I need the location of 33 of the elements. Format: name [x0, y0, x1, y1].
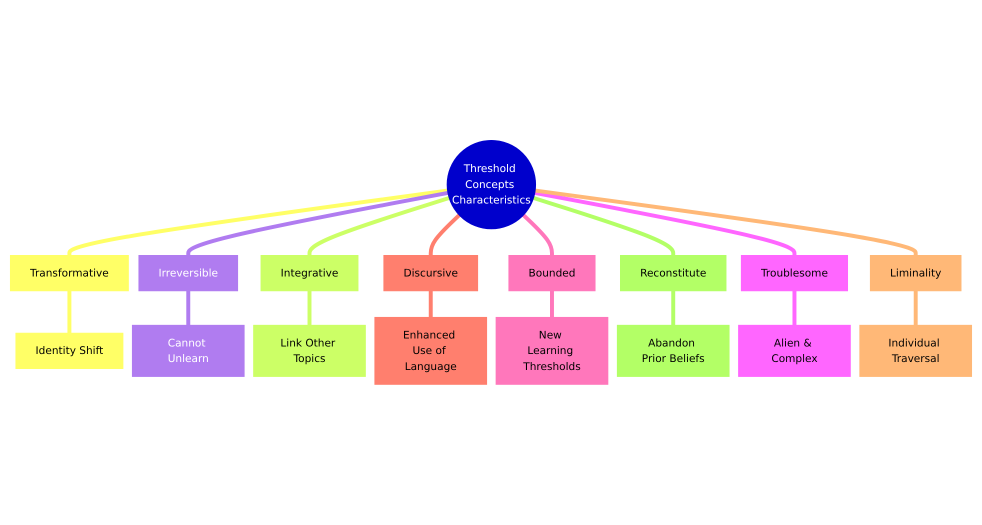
- node-box: [738, 324, 851, 378]
- node-box: [132, 324, 245, 378]
- connector: [67, 188, 448, 256]
- connector: [428, 291, 433, 318]
- node-box: [15, 332, 124, 370]
- mind-map-drawing: Threshold Concepts Characteristics Transformative Identity Shift Irreversible Cannot Unlearn Integrative Link Other Topics Discursive Enhanced Use of Language Bounded New Learning Thresholds Reconstitute Abandon Prior Beliefs Troublesome Alien & Complex Liminality Individual Traversal: [5, 135, 977, 390]
- node-box: [496, 317, 608, 385]
- node-box: [870, 255, 962, 292]
- connector: [428, 214, 461, 256]
- node-box: [859, 324, 972, 378]
- connector: [308, 291, 312, 326]
- connector: [308, 196, 450, 256]
- connector: [67, 291, 72, 334]
- connector: [522, 214, 554, 256]
- connector: [792, 291, 796, 326]
- node-box: [616, 324, 730, 378]
- node-box: [260, 255, 358, 292]
- node-box: [138, 255, 238, 292]
- node-box: [620, 255, 726, 292]
- node-box: [10, 255, 129, 292]
- connector: [550, 291, 554, 318]
- connector: [534, 191, 796, 256]
- connector: [535, 188, 918, 256]
- connector: [186, 291, 190, 326]
- connector: [186, 191, 448, 256]
- connector: [671, 291, 676, 326]
- node-circle: [446, 140, 536, 230]
- node-box: [508, 255, 596, 292]
- node-box: [383, 255, 478, 292]
- node-box: [374, 317, 488, 385]
- node-box: [253, 324, 366, 378]
- connector: [914, 291, 918, 326]
- node-box: [740, 255, 848, 292]
